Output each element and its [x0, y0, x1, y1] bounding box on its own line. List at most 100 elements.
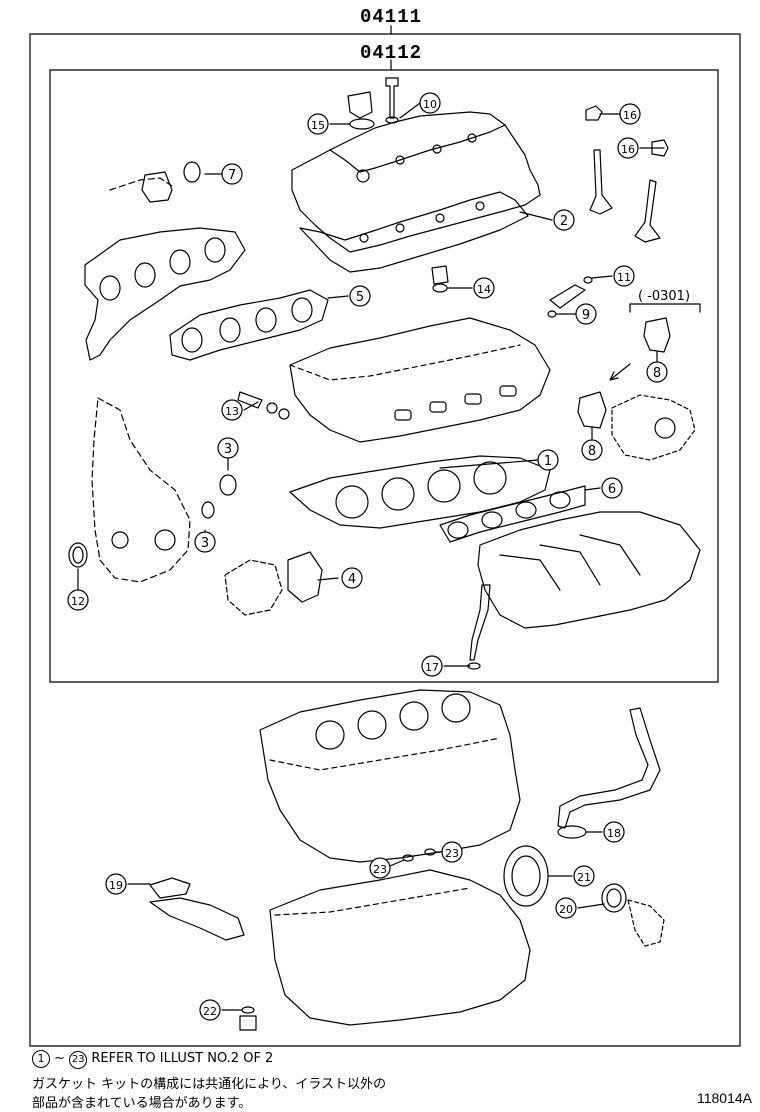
head-cover-hole — [432, 144, 442, 154]
callout-circle — [617, 137, 639, 159]
callout-circle — [349, 285, 371, 307]
callout-15: 15 — [307, 113, 329, 135]
small-gasket — [424, 848, 436, 856]
callout-circle — [217, 437, 239, 459]
callout-number: 1 — [544, 454, 552, 469]
callout-14: 14 — [473, 277, 495, 299]
callout-number: 16 — [623, 109, 637, 122]
callout-20: 20 — [555, 897, 577, 919]
callout-13: 13 — [221, 399, 243, 421]
drain-plug — [239, 1015, 257, 1031]
intake-port — [447, 521, 469, 539]
callout-4: 4 — [341, 567, 363, 589]
callout-19: 19 — [105, 873, 127, 895]
range-gasket — [643, 317, 671, 353]
intake-runner — [579, 534, 641, 576]
callout-number: 14 — [477, 283, 491, 296]
water-outlet — [627, 899, 665, 947]
callout-circle — [341, 567, 363, 589]
head-port — [499, 385, 517, 397]
callout-3: 3 — [194, 531, 216, 553]
callout-circle — [473, 277, 495, 299]
callout-circle — [575, 303, 597, 325]
callout-number: 18 — [607, 827, 621, 840]
water-pump — [224, 559, 283, 616]
note-end-badge: 23 — [69, 1051, 88, 1069]
callout-number: 12 — [71, 595, 85, 608]
cylinder-head-gasket — [289, 455, 551, 529]
oil-strainer-gasket — [149, 877, 191, 899]
callout-number: 6 — [608, 482, 616, 497]
gasket-bore — [381, 477, 415, 511]
callout-circle — [369, 857, 391, 879]
callout-circle — [419, 92, 441, 114]
callout-number: 15 — [311, 119, 325, 132]
callout-circle — [573, 865, 595, 887]
callout-number: 23 — [445, 847, 459, 860]
callout-number: 8 — [653, 366, 661, 381]
callout-circle — [194, 531, 216, 553]
callout-circle — [555, 897, 577, 919]
footer-note: 1 ~ 23 REFER TO ILLUST NO.2 OF 2 — [32, 1050, 273, 1069]
exhaust-manifold-gasket — [169, 289, 329, 361]
callout-leaders — [77, 102, 665, 1011]
intake-port — [549, 491, 571, 509]
gasket-port — [219, 317, 241, 343]
head-cover-gasket — [299, 191, 529, 273]
timing-chain-cover — [91, 397, 191, 583]
callout-16: 16 — [619, 103, 641, 125]
cylinder-head — [289, 317, 551, 443]
intake-manifold-gasket — [439, 485, 586, 543]
water-pump-gasket — [287, 551, 323, 603]
exhaust-port — [169, 249, 191, 275]
gasket-bolt-hole — [435, 213, 445, 223]
valve-stem-seal — [651, 139, 669, 157]
callout-23: 23 — [369, 857, 391, 879]
oil-strainer — [149, 897, 245, 941]
callout-circle — [581, 439, 603, 461]
oil-level-gauge-guide — [469, 584, 491, 661]
head-port — [394, 409, 412, 421]
exhaust-valve — [634, 179, 661, 243]
callout-number: 7 — [228, 168, 236, 183]
head-port — [464, 393, 482, 405]
rear-oil-seal-inner — [511, 855, 541, 897]
callout-number: 11 — [617, 271, 631, 284]
callout-circle — [603, 821, 625, 843]
callout-circle — [221, 163, 243, 185]
callout-6: 6 — [601, 477, 623, 499]
callout-circle — [553, 209, 575, 231]
callout-11: 11 — [613, 265, 635, 287]
callout-number: 8 — [588, 444, 596, 459]
callout-number: 5 — [356, 290, 364, 305]
range-bracket — [629, 303, 701, 313]
callout-circle — [601, 477, 623, 499]
head-cover-hole — [467, 133, 477, 143]
japanese-note-line-2: 部品が含まれている場合があります。 — [32, 1096, 252, 1111]
callout-circle — [441, 841, 463, 863]
callout-number: 21 — [577, 871, 591, 884]
cover-o-ring — [219, 474, 237, 496]
cover-o-ring — [201, 501, 215, 519]
gasket-bore — [335, 485, 369, 519]
exhaust-manifold — [84, 227, 246, 361]
drain-plug-gasket — [241, 1006, 255, 1014]
japanese-note-line-1: ガスケット キットの構成には共通化により、イラスト以外の — [32, 1077, 387, 1092]
block-bore — [315, 720, 345, 750]
callout-circle — [646, 361, 668, 383]
callout-3: 3 — [217, 437, 239, 459]
callout-21: 21 — [573, 865, 595, 887]
injector-o-ring — [547, 310, 557, 318]
front-oil-seal-inner — [72, 546, 84, 564]
inner-kit-code: 04112 — [360, 42, 422, 64]
callout-number: 9 — [582, 308, 590, 323]
callout-number: 23 — [373, 863, 387, 876]
callout-number: 16 — [621, 143, 635, 156]
callout-17: 17 — [421, 655, 443, 677]
note-start-badge: 1 — [32, 1050, 50, 1068]
cover-opening — [154, 529, 176, 551]
manifold-flange — [141, 171, 173, 203]
rear-oil-seal-retainer — [503, 845, 549, 907]
date-range-label: ( -0301) — [638, 289, 690, 304]
